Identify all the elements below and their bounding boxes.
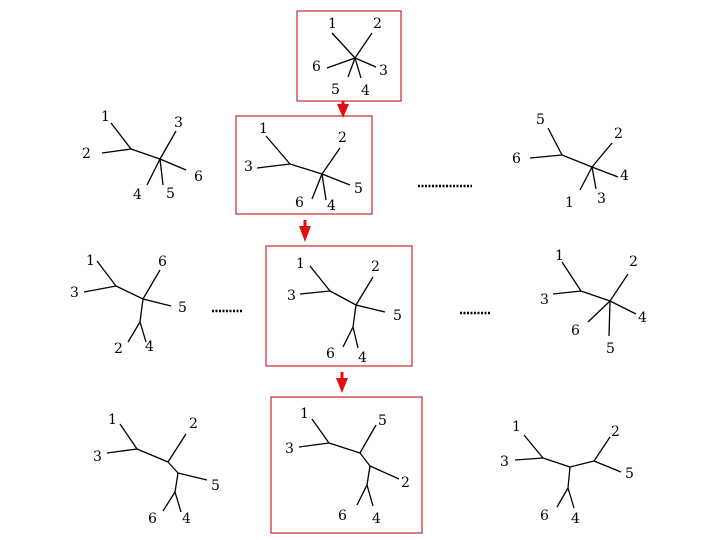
leaf-label: 4 xyxy=(145,339,154,355)
leaf-label: 6 xyxy=(148,511,157,527)
leaf-label: 2 xyxy=(338,130,347,146)
tree-top: 1 2 6 3 5 4 xyxy=(312,16,388,99)
leaf-label: 4 xyxy=(327,198,336,214)
leaf-label: 6 xyxy=(326,346,335,362)
red-arrow-1 xyxy=(337,101,349,118)
leaf-label: 6 xyxy=(295,195,304,211)
leaf-label: 5 xyxy=(166,186,175,202)
leaf-label: 1 xyxy=(565,195,574,211)
tree-row2-left: 1 6 3 5 2 4 xyxy=(70,253,187,357)
leaf-label: 3 xyxy=(379,63,388,79)
leaf-label: 4 xyxy=(182,511,191,527)
leaf-label: 1 xyxy=(512,419,521,435)
leaf-label: 5 xyxy=(606,341,615,357)
leaf-label: 3 xyxy=(500,454,509,470)
leaf-label: 3 xyxy=(70,285,79,301)
leaf-label: 3 xyxy=(244,159,253,175)
leaf-label: 4 xyxy=(361,83,370,99)
leaf-label: 1 xyxy=(300,406,309,422)
tree-row3-center: 1 5 3 2 6 4 xyxy=(285,406,410,527)
leaf-label: 1 xyxy=(328,16,337,32)
leaf-label: 4 xyxy=(638,310,647,326)
leaf-label: 4 xyxy=(571,511,580,527)
leaf-label: 1 xyxy=(86,253,95,269)
leaf-label: 2 xyxy=(401,475,410,491)
leaf-label: 4 xyxy=(372,511,381,527)
leaf-label: 2 xyxy=(189,416,198,432)
tree-row3-left: 1 2 3 5 6 4 xyxy=(93,412,220,527)
leaf-label: 3 xyxy=(287,288,296,304)
leaf-label: 5 xyxy=(178,300,187,316)
leaf-label: 3 xyxy=(597,191,606,207)
highlight-box-row2 xyxy=(265,245,413,367)
leaf-label: 5 xyxy=(536,112,545,128)
tree-row1-center: 1 2 3 5 6 4 xyxy=(244,121,363,214)
leaf-label: 2 xyxy=(614,126,623,142)
leaf-label: 2 xyxy=(611,424,620,440)
highlight-box-row1 xyxy=(235,115,373,215)
leaf-label: 3 xyxy=(285,441,294,457)
leaf-label: 5 xyxy=(331,82,340,98)
highlight-box-top xyxy=(296,10,402,102)
leaf-label: 6 xyxy=(571,323,580,339)
leaf-label: 3 xyxy=(174,115,183,131)
leaf-label: 2 xyxy=(629,254,638,270)
highlight-box-row3 xyxy=(270,396,423,534)
red-arrow-3 xyxy=(336,372,348,393)
tree-row1-right: 5 2 6 4 1 3 xyxy=(512,112,629,211)
leaf-label: 5 xyxy=(393,308,402,324)
leaf-label: 2 xyxy=(114,341,123,357)
leaf-label: 3 xyxy=(540,292,549,308)
leaf-label: 6 xyxy=(512,151,521,167)
leaf-label: 1 xyxy=(108,412,117,428)
leaf-label: 6 xyxy=(338,508,347,524)
leaf-label: 1 xyxy=(296,256,305,272)
tree-row1-left: 1 3 2 6 4 5 xyxy=(82,109,203,203)
leaf-label: 6 xyxy=(312,59,321,75)
red-arrow-2 xyxy=(299,220,311,242)
leaf-label: 5 xyxy=(625,466,634,482)
leaf-label: 4 xyxy=(133,187,142,203)
tree-row2-right: 1 2 3 4 6 5 xyxy=(540,248,647,357)
leaf-label: 6 xyxy=(540,508,549,524)
leaf-label: 4 xyxy=(620,168,629,184)
leaf-label: 5 xyxy=(354,181,363,197)
leaf-label: 2 xyxy=(373,16,382,32)
leaf-label: 4 xyxy=(358,350,367,366)
leaf-label: 5 xyxy=(378,413,387,429)
tree-row3-right: 1 2 3 5 6 4 xyxy=(500,419,634,527)
leaf-label: 1 xyxy=(259,121,268,137)
tree-row2-center: 1 2 3 5 6 4 xyxy=(287,256,402,366)
leaf-label: 5 xyxy=(211,478,220,494)
leaf-label: 1 xyxy=(101,109,110,125)
leaf-label: 2 xyxy=(82,146,91,162)
leaf-label: 6 xyxy=(158,254,167,270)
leaf-label: 6 xyxy=(194,169,203,185)
leaf-label: 3 xyxy=(93,449,102,465)
leaf-label: 1 xyxy=(555,248,564,264)
leaf-label: 2 xyxy=(371,259,380,275)
